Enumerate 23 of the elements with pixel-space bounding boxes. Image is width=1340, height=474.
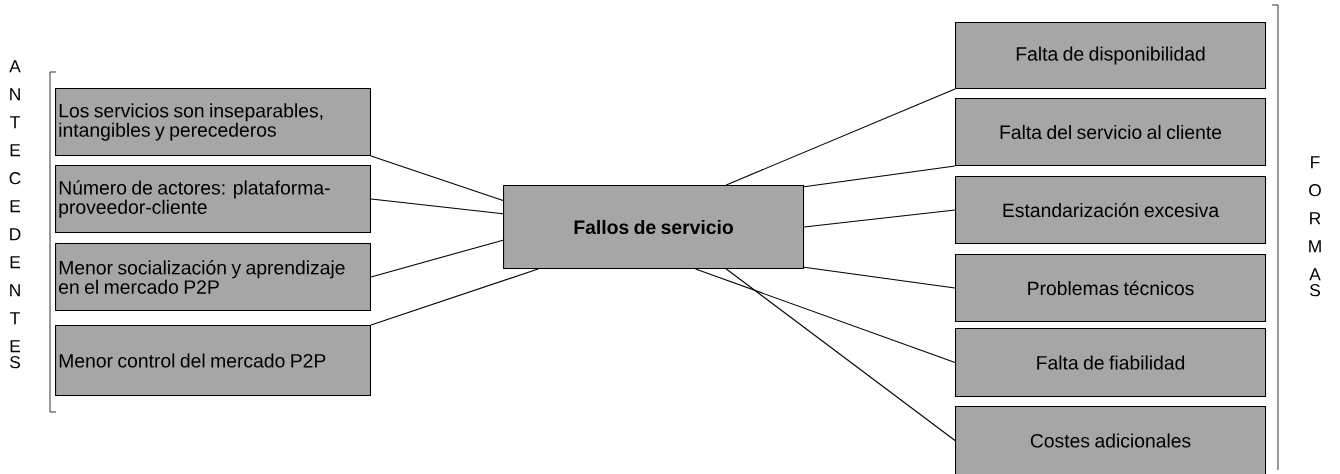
connector-line [370, 155, 504, 201]
connector-line [370, 198, 504, 215]
cause-box: Menor control del mercado P2P [55, 325, 371, 397]
cause-box: Menor socialización y aprendizaje en el mercado P2P [55, 243, 371, 311]
connector-line [695, 268, 956, 364]
form-box: Falta de disponibilidad [955, 22, 1267, 90]
form-box: Falta de fiabilidad [955, 328, 1267, 398]
form-box: Falta del servicio al cliente [955, 98, 1267, 166]
connector-line [370, 268, 539, 326]
form-box: Problemas técnicos [955, 254, 1267, 322]
connector-line [803, 266, 956, 289]
connector-line [803, 209, 956, 228]
connector-line [803, 165, 956, 188]
form-box: Costes adicionales [955, 406, 1267, 474]
form-box: Estandarización excesiva [955, 176, 1267, 244]
connector-line [725, 88, 956, 186]
cause-box: Número de actores: plataforma-proveedor-cliente [55, 165, 371, 233]
cause-box: Los servicios son inseparables, intangibles y perecederos [55, 88, 371, 156]
title-box: Fallos de servicio [503, 185, 805, 269]
vertical-heading: ANTECEDENTES [9, 60, 21, 369]
vertical-heading: FORMAS [1309, 156, 1321, 297]
connector-line [370, 239, 504, 278]
connector-line [725, 268, 956, 442]
